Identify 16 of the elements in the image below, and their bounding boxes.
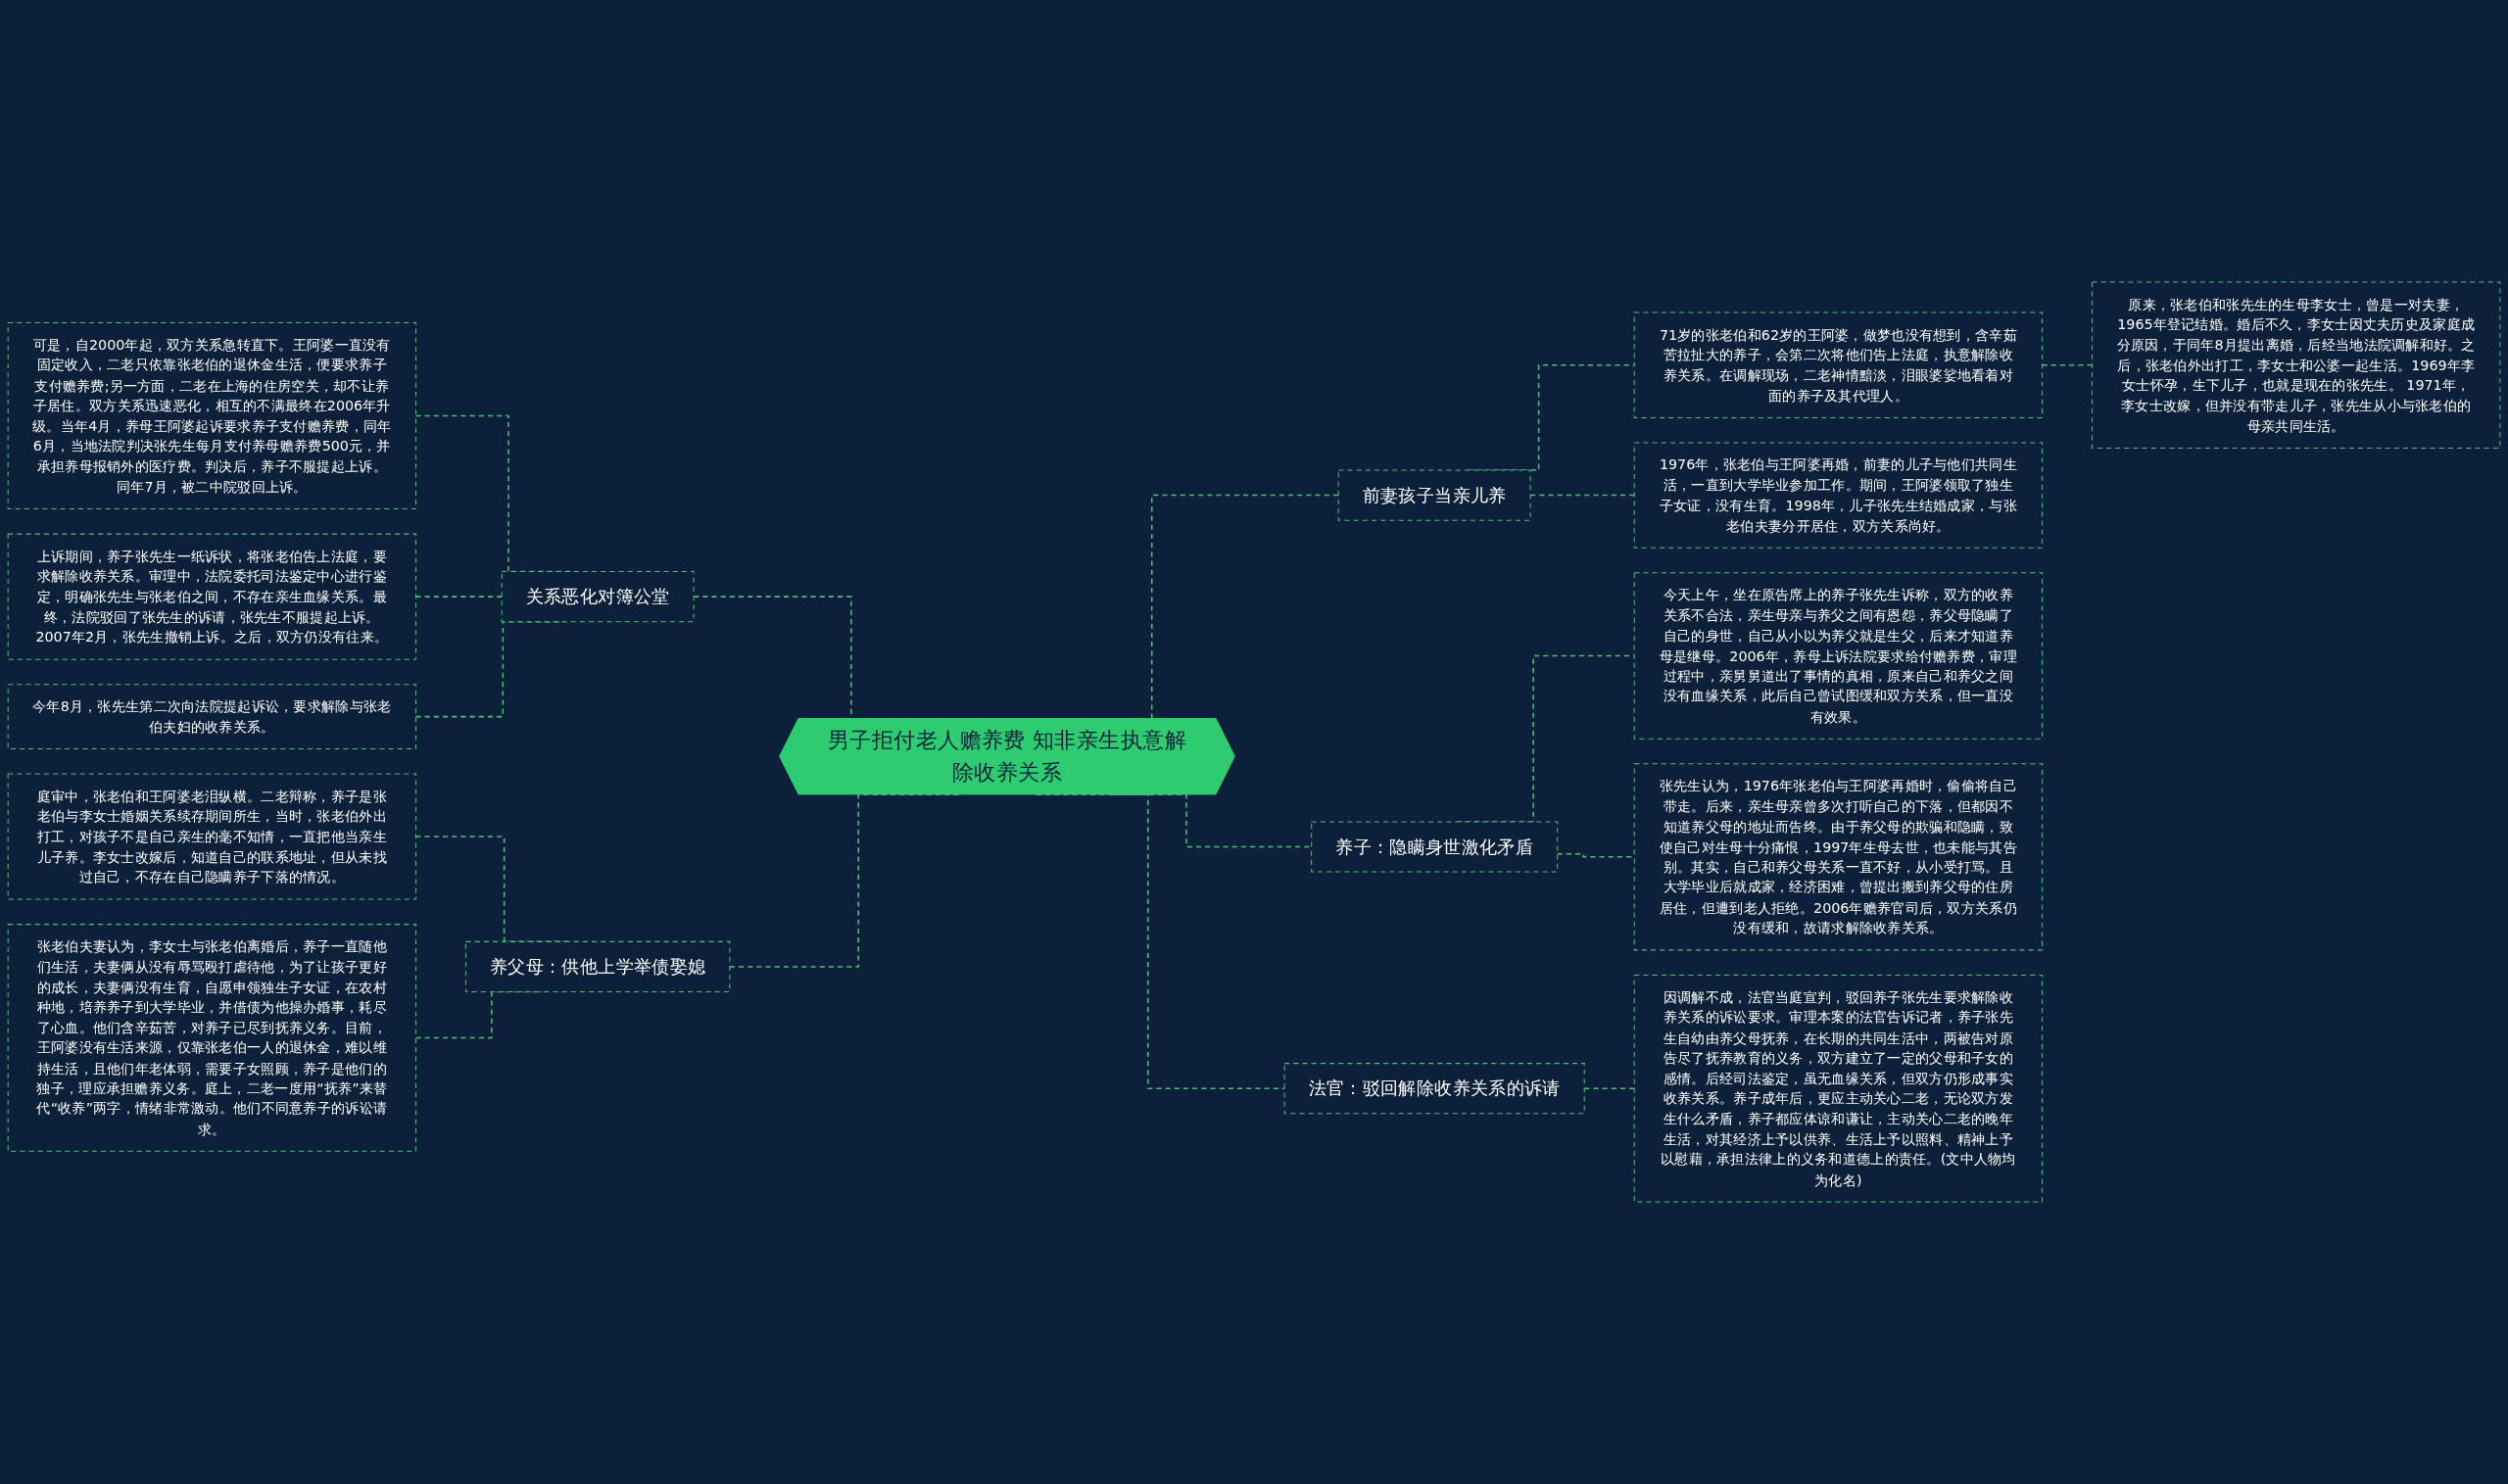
node-box: 今天上午，坐在原告席上的养子张先生诉称，双方的收养关系不合法，亲生母亲与养父之间有恩怨，养父母隐瞒了自己的身世，自己从小以为养父就是生父，后来才知道养母是继母。2006年，养母上诉法院要求给付赡养费，审理过程中，亲舅舅道出了事情的真相，原来自己和养父之间没有血缘关系，此后自己曾试图缓和双方关系，但一直没有效果。 [1633, 572, 2044, 740]
node-box: 养父母：供他上学举债娶媳 [464, 940, 731, 992]
node-box: 关系恶化对簿公堂 [501, 571, 695, 623]
node-box: 因调解不成，法官当庭宣判，驳回养子张先生要求解除收养关系的诉讼要求。审理本案的法官告诉记者，养子张先生自幼由养父母抚养，在长期的共同生活中，两被告对原告尽了抚养教育的义务，双方建立了一定的父母和子女的感情。后经司法鉴定，虽无血缘关系，但双方仍形成事实收养关系。养子成年后，更应主动关心二老，无论双方发生什么矛盾，养子都应体谅和谦让，主动关心二老的晚年生活，对其经济上予以供养、生活上予以照料、精神上予以慰藉，承担法律上的义务和道德上的责任。(文中人物均为化名) [1633, 974, 2044, 1203]
node-box: 原来，张老伯和张先生的生母李女士，曾是一对夫妻，1965年登记结婚。婚后不久，李女士因丈夫历史及家庭成分原因，于同年8月提出离婚，后经当地法院调解和好。之后，张老伯外出打工，李女士和公婆一起生活。1969年李女士怀孕，生下儿子，也就是现在的张先生。 1971年，李女士改嫁，但并没有带走儿子，张先生从小与张老伯的母亲共同生活。 [2092, 281, 2501, 449]
node-box: 上诉期间，养子张先生一纸诉状，将张老伯告上法庭，要求解除收养关系。审理中，法院委托司法鉴定中心进行鉴定，明确张先生与张老伯之间，不存在亲生血缘关系。最终，法院驳回了张先生的诉请，张先生不服提起上诉。2007年2月，张先生撤销上诉。之后，双方仍没有往来。 [7, 533, 416, 660]
node-box: 养子：隐瞒身世激化矛盾 [1311, 821, 1559, 873]
node-box: 71岁的张老伯和62岁的王阿婆，做梦也没有想到，含辛茹苦拉扯大的养子，会第二次将他们告上法庭，执意解除收养关系。在调解现场，二老神情黯淡，泪眼婆娑地看着对面的养子及其代理人。 [1633, 311, 2044, 418]
node-box: 张老伯夫妻认为，李女士与张老伯离婚后，养子一直随他们生活，夫妻俩从没有辱骂殴打虐待他，为了让孩子更好的成长，夫妻俩没有生育，自愿申领独生子女证，在农村种地，培养养子到大学毕业，并借债为他操办婚事，耗尽了心血。他们含辛茹苦，对养子已尽到抚养义务。目前，王阿婆没有生活来源，仅靠张老伯一人的退休金，难以维持生活，且他们年老体弱，需要子女照顾，养子是他们的独子，理应承担赡养义务。庭上，二老一度用“抚养”来替代“收养”两字，情绪非常激动。他们不同意养子的诉讼请求。 [7, 924, 416, 1152]
node-box: 前妻孩子当亲儿养 [1337, 469, 1531, 521]
node-box: 庭审中，张老伯和王阿婆老泪纵横。二老辩称，养子是张老伯与李女士婚姻关系续存期间所生，当时，张老伯外出打工，对孩子不是自己亲生的毫不知情，一直把他当亲生儿子养。李女士改嫁后，知道自己的联系地址，但从未找过自己，不存在自己隐瞒养子下落的情况。 [7, 773, 416, 900]
node-box: 可是，自2000年起，双方关系急转直下。王阿婆一直没有固定收入，二老只依靠张老伯的退休金生活，便要求养子支付赡养费;另一方面，二老在上海的住房空关，却不让养子居住。双方关系迅速恶化，相互的不满最终在2006年升级。当年4月，养母王阿婆起诉要求养子支付赡养费，同年6月，当地法院判决张先生每月支付养母赡养费500元，并承担养母报销外的医疗费。判决后，养子不服提起上诉。同年7月，被二中院驳回上诉。 [7, 321, 416, 510]
node-box: 今年8月，张先生第二次向法院提起诉讼，要求解除与张老伯夫妇的收养关系。 [7, 684, 416, 750]
node-box: 1976年，张老伯与王阿婆再婚，前妻的儿子与他们共同生活，一直到大学毕业参加工作。期间，王阿婆领取了独生子女证，没有生育。1998年，儿子张先生结婚成家，与张老伯夫妻分开居住，双方关系尚好。 [1633, 442, 2044, 549]
node-box: 法官：驳回解除收养关系的诉请 [1283, 1063, 1585, 1115]
node-box: 张先生认为，1976年张老伯与王阿婆再婚时，偷偷将自己带走。后来，亲生母亲曾多次打听自己的下落，但都因不知道养父母的地址而告终。由于养父母的欺骗和隐瞒，致使自己对生母十分痛恨，1997年生母去世，也未能与其告别。其实，自己和养父母关系一直不好，从小受打骂。且大学毕业后就成家，经济困难，曾提出搬到养父母的住房居住，但遭到老人拒绝。2006年赡养官司后，双方关系仍没有缓和，故请求解除收养关系。 [1633, 763, 2044, 951]
